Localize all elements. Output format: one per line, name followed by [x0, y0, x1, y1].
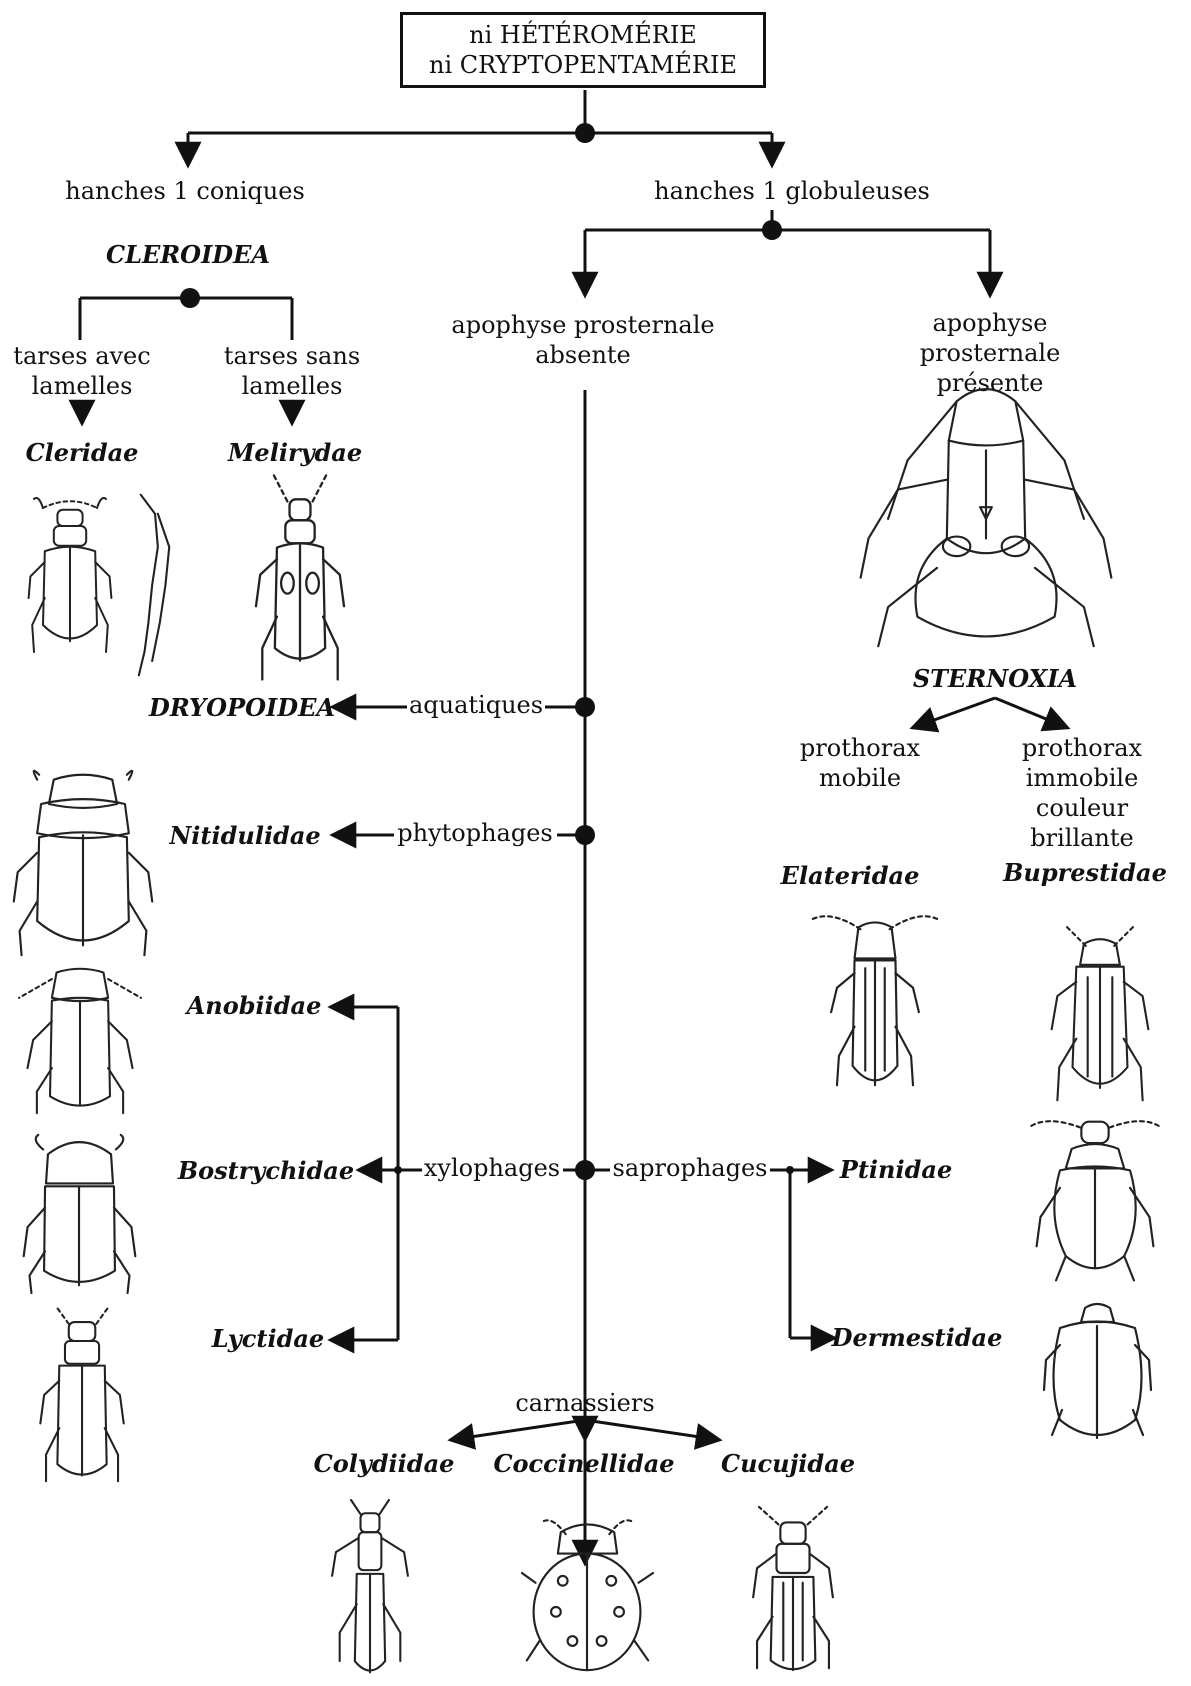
- tarsus-icon: [130, 490, 180, 680]
- sternoxia-group: STERNOXIA: [913, 664, 1077, 694]
- family-coccinellidae: Coccinellidae: [493, 1449, 674, 1479]
- elateridae-beetle-icon: [810, 900, 940, 1095]
- family-elateridae: Elateridae: [781, 861, 920, 891]
- apophyse-absente-label: apophyse prosternale absente: [451, 310, 714, 370]
- nitidulidae-beetle-icon: [8, 765, 158, 960]
- ptinidae-beetle-icon: [1025, 1110, 1165, 1295]
- prothorax-immobile-label: prothorax immobile couleur brillante: [1022, 733, 1142, 853]
- habit-aquatiques: aquatiques: [409, 690, 543, 720]
- lyctidae-beetle-icon: [30, 1305, 135, 1485]
- hanches-coniques-label: hanches 1 coniques: [65, 176, 305, 206]
- family-melirydae: Melirydae: [228, 438, 362, 468]
- dermestidae-beetle-icon: [1040, 1300, 1155, 1450]
- ladybird-icon: [520, 1505, 655, 1675]
- tarses-sans-label: tarses sans lamelles: [224, 341, 360, 401]
- prothorax-mobile-label: prothorax mobile: [800, 733, 920, 793]
- cleroidea-group: CLEROIDEA: [106, 240, 270, 270]
- bostrychidae-beetle-icon: [12, 1130, 147, 1295]
- melirydae-beetle-icon: [245, 470, 355, 690]
- root-line-2: ni CRYPTOPENTAMÉRIE: [429, 50, 737, 80]
- root-line-1: ni HÉTÉROMÉRIE: [469, 20, 697, 50]
- habit-phytophages: phytophages: [397, 818, 552, 848]
- habit-xylophages: xylophages: [424, 1153, 560, 1183]
- family-dryopoidea: DRYOPOIDEA: [149, 693, 335, 723]
- family-buprestidae: Buprestidae: [1003, 858, 1167, 888]
- family-lyctidae: Lyctidae: [212, 1324, 324, 1354]
- habit-carnassiers: carnassiers: [515, 1388, 654, 1418]
- family-dermestidae: Dermestidae: [832, 1323, 1003, 1353]
- family-cleridae: Cleridae: [26, 438, 139, 468]
- cucujidae-beetle-icon: [738, 1505, 848, 1675]
- family-colydiidae: Colydiidae: [314, 1449, 455, 1479]
- root-node: ni HÉTÉROMÉRIE ni CRYPTOPENTAMÉRIE: [400, 12, 766, 88]
- buprestidae-beetle-icon: [1035, 925, 1165, 1105]
- cleridae-beetle-icon: [22, 490, 118, 670]
- habit-saprophages: saprophages: [613, 1153, 768, 1183]
- family-anobiidae: Anobiidae: [187, 991, 322, 1021]
- hanches-globuleuses-label: hanches 1 globuleuses: [654, 176, 930, 206]
- prosternum-icon: [848, 372, 1124, 656]
- family-cucujidae: Cucujidae: [721, 1449, 855, 1479]
- family-ptinidae: Ptinidae: [840, 1155, 952, 1185]
- colydiidae-beetle-icon: [320, 1500, 420, 1680]
- tarses-avec-label: tarses avec lamelles: [13, 341, 150, 401]
- family-nitidulidae: Nitidulidae: [169, 821, 320, 851]
- family-bostrychidae: Bostrychidae: [178, 1156, 354, 1186]
- anobiidae-beetle-icon: [10, 965, 150, 1115]
